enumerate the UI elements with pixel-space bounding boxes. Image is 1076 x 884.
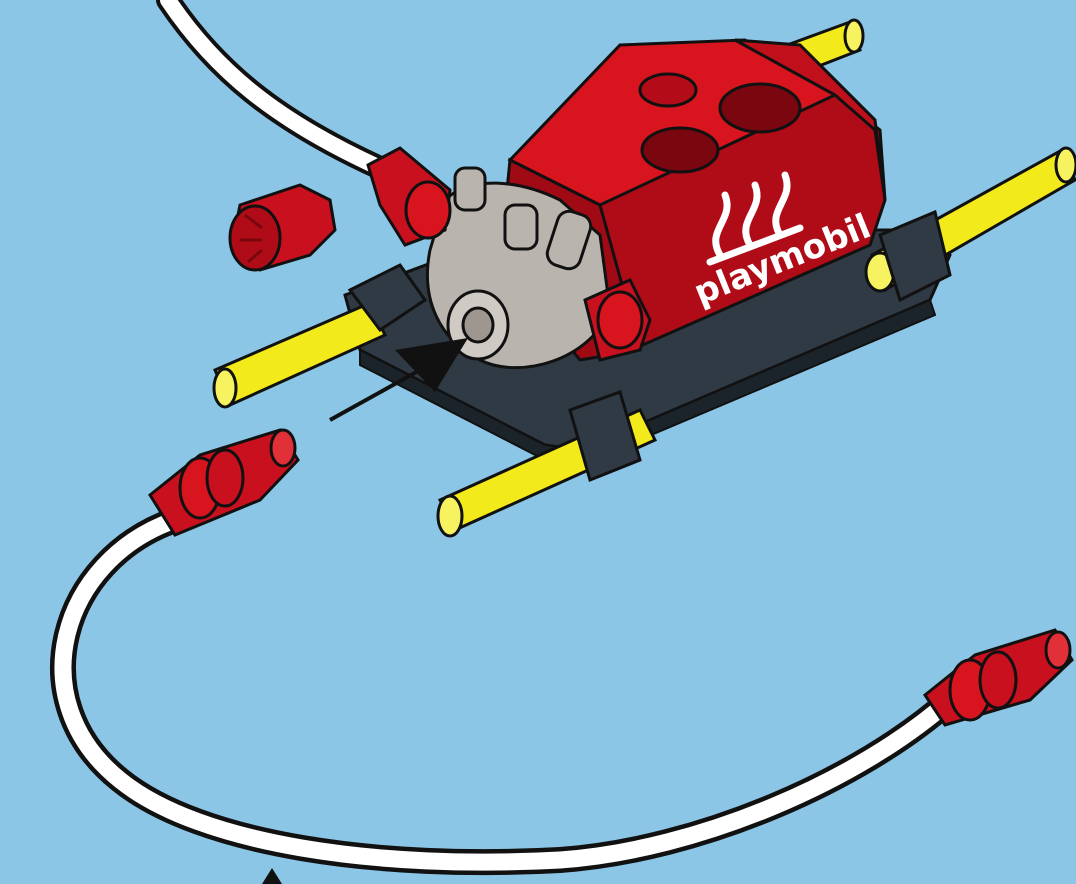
- top-recess-1: [720, 84, 800, 132]
- top-button-1: [640, 74, 696, 106]
- top-recess-2: [642, 128, 718, 172]
